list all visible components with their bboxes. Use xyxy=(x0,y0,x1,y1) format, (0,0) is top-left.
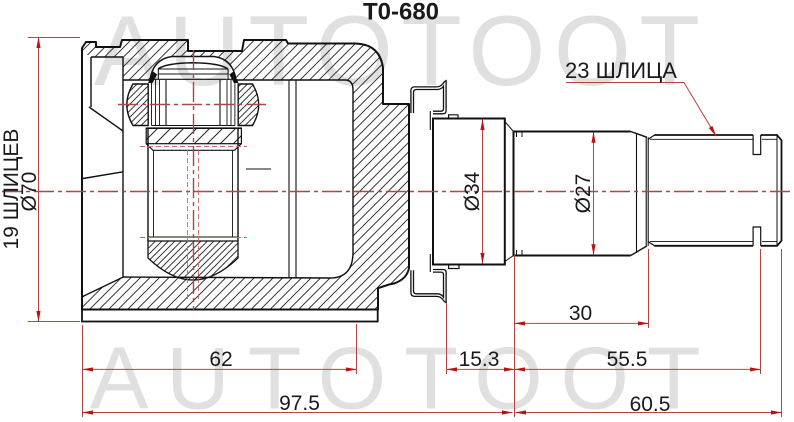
svg-text:T0-680: T0-680 xyxy=(363,0,439,26)
svg-text:Ø70: Ø70 xyxy=(18,172,41,212)
svg-text:97.5: 97.5 xyxy=(279,392,320,415)
svg-text:19 ШЛИЦЕВ: 19 ШЛИЦЕВ xyxy=(0,129,23,250)
svg-text:Ø34: Ø34 xyxy=(461,171,484,211)
svg-text:30: 30 xyxy=(569,302,592,325)
svg-text:23 ШЛИЦА: 23 ШЛИЦА xyxy=(565,58,677,83)
svg-text:60.5: 60.5 xyxy=(630,393,671,416)
svg-text:Ø27: Ø27 xyxy=(572,174,595,214)
svg-text:55.5: 55.5 xyxy=(607,348,648,371)
svg-text:62: 62 xyxy=(209,348,232,371)
svg-text:AUTOTOOT: AUTOTOOT xyxy=(90,329,719,422)
svg-text:15.3: 15.3 xyxy=(459,348,500,371)
